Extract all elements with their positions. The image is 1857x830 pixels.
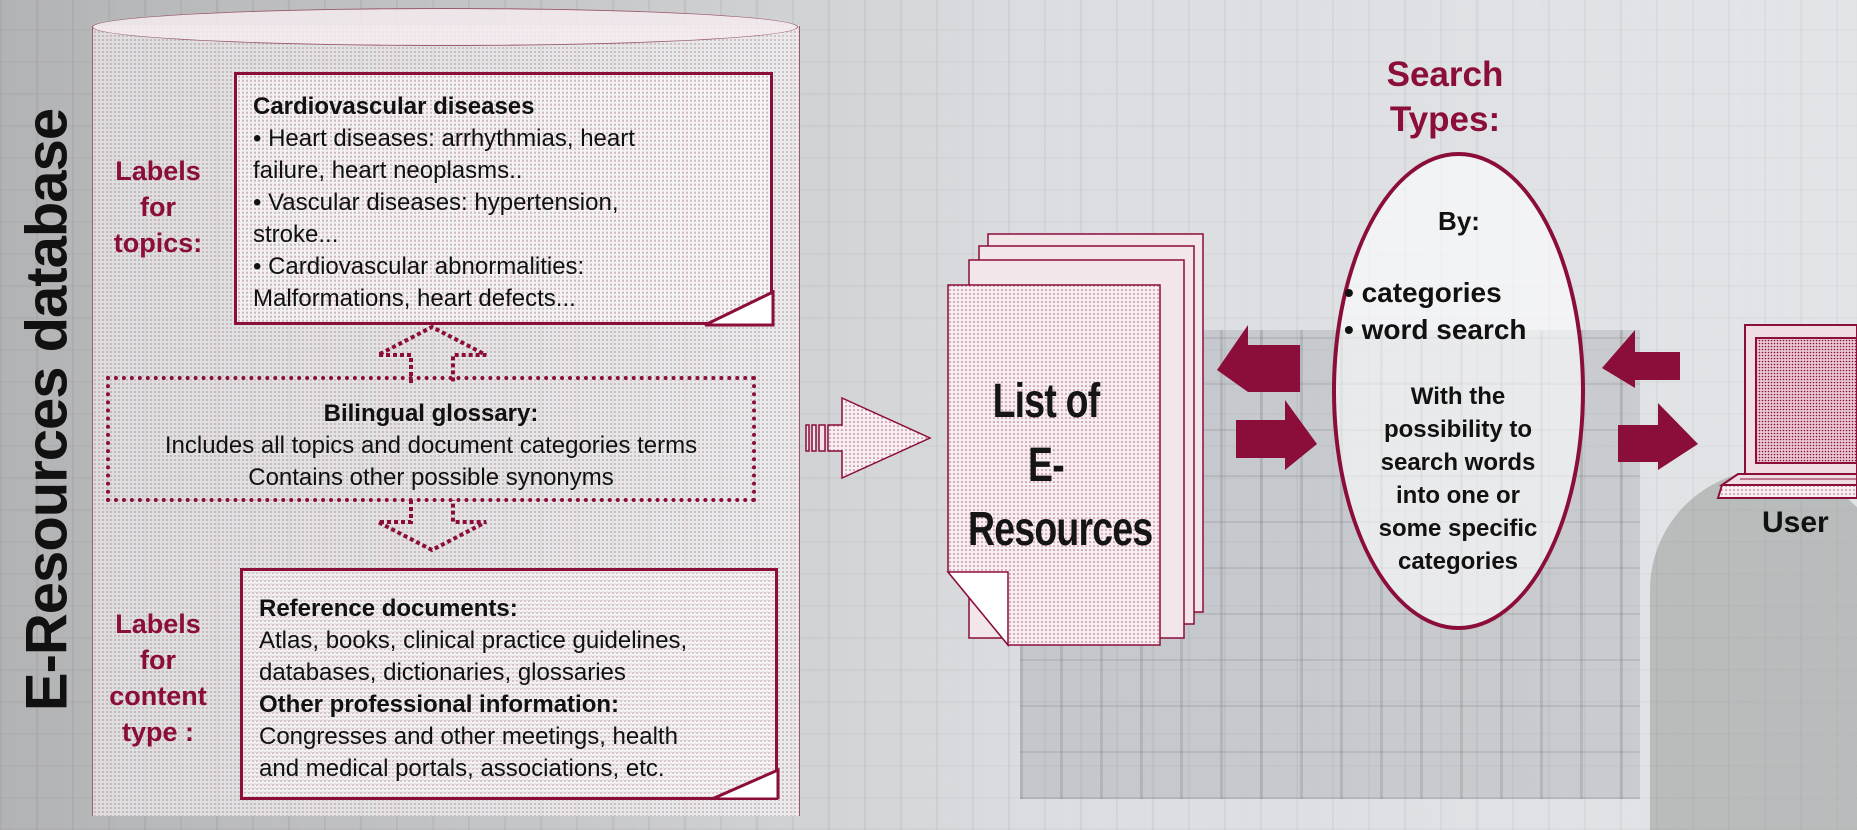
- search-option: • word search: [1344, 314, 1527, 345]
- glossary-down-arrow: [377, 500, 487, 553]
- search-option: • categories: [1344, 277, 1502, 308]
- glossary-line: Includes all topics and document categor…: [164, 432, 698, 459]
- search-note: With the possibility to search words int…: [1352, 380, 1564, 578]
- topics-line: stroke...: [253, 221, 339, 248]
- topics-box-fold: [704, 289, 775, 327]
- background-tree: [1650, 470, 1857, 830]
- content-heading: Reference documents:: [259, 595, 518, 622]
- list-label-line: List of: [992, 375, 1101, 428]
- content-box-fold: [711, 767, 780, 799]
- topics-line: Malformations, heart defects...: [253, 285, 576, 312]
- content-heading: Other professional information:: [259, 691, 620, 718]
- label-topics-line: for: [140, 192, 176, 222]
- search-ellipse: [1332, 152, 1585, 630]
- content-line: and medical portals, associations, etc.: [259, 755, 665, 782]
- label-content-type: Labels for content type :: [108, 606, 208, 750]
- content-line: Atlas, books, clinical practice guidelin…: [259, 627, 688, 654]
- topics-line: • Cardiovascular abnormalities:: [253, 253, 585, 280]
- label-topics-line: Labels: [115, 156, 201, 186]
- topics-heading: Cardiovascular diseases: [253, 93, 535, 120]
- label-topics-line: topics:: [113, 228, 203, 258]
- arrow-to-list: [1217, 325, 1300, 392]
- search-options: • categories • word search: [1344, 274, 1564, 348]
- label-content-line: Labels: [115, 609, 201, 639]
- content-line: databases, dictionaries, glossaries: [259, 659, 626, 686]
- list-label: List of E-Resources: [968, 370, 1153, 562]
- document-stack: [946, 233, 1204, 648]
- search-note-line: possibility to: [1383, 416, 1532, 443]
- arrow-from-user: [1602, 330, 1680, 388]
- search-title-line: Types:: [1389, 100, 1501, 139]
- glossary-heading: Bilingual glossary:: [323, 400, 539, 427]
- search-note-line: categories: [1397, 548, 1519, 575]
- search-note-line: With the: [1410, 383, 1506, 410]
- glossary-up-arrow: [377, 324, 487, 383]
- user-label: User: [1762, 506, 1829, 539]
- topics-line: • Heart diseases: arrhythmias, heart: [253, 125, 635, 152]
- arrow-to-search: [1236, 400, 1317, 470]
- database-cylinder-top: [92, 8, 798, 46]
- search-note-line: search words: [1380, 449, 1536, 476]
- diagram-graphics: [377, 233, 1857, 799]
- topics-line: • Vascular diseases: hypertension,: [253, 189, 619, 216]
- arrow-to-user: [1618, 403, 1698, 470]
- search-by: By:: [1438, 206, 1480, 236]
- topics-line: failure, heart neoplasms..: [253, 157, 523, 184]
- list-label-line: E-Resources: [968, 439, 1153, 556]
- label-content-line: content: [109, 681, 207, 711]
- glossary-box: Bilingual glossary: Includes all topics …: [106, 376, 756, 502]
- striped-arrow: [805, 396, 932, 480]
- topics-box: Cardiovascular diseases • Heart diseases…: [234, 72, 773, 325]
- label-content-line: type :: [121, 717, 194, 747]
- glossary-line: Contains other possible synonyms: [248, 464, 614, 491]
- label-content-line: for: [140, 645, 176, 675]
- search-note-line: into one or: [1396, 482, 1520, 509]
- laptop-icon: [1716, 324, 1857, 499]
- label-topics: Labels for topics:: [108, 153, 208, 261]
- content-line: Congresses and other meetings, health: [259, 723, 678, 750]
- search-note-line: some specific: [1378, 515, 1538, 542]
- content-type-box: Reference documents: Atlas, books, clini…: [240, 568, 778, 800]
- search-title-line: Search: [1386, 55, 1504, 94]
- search-types-title: Search Types:: [1350, 52, 1540, 142]
